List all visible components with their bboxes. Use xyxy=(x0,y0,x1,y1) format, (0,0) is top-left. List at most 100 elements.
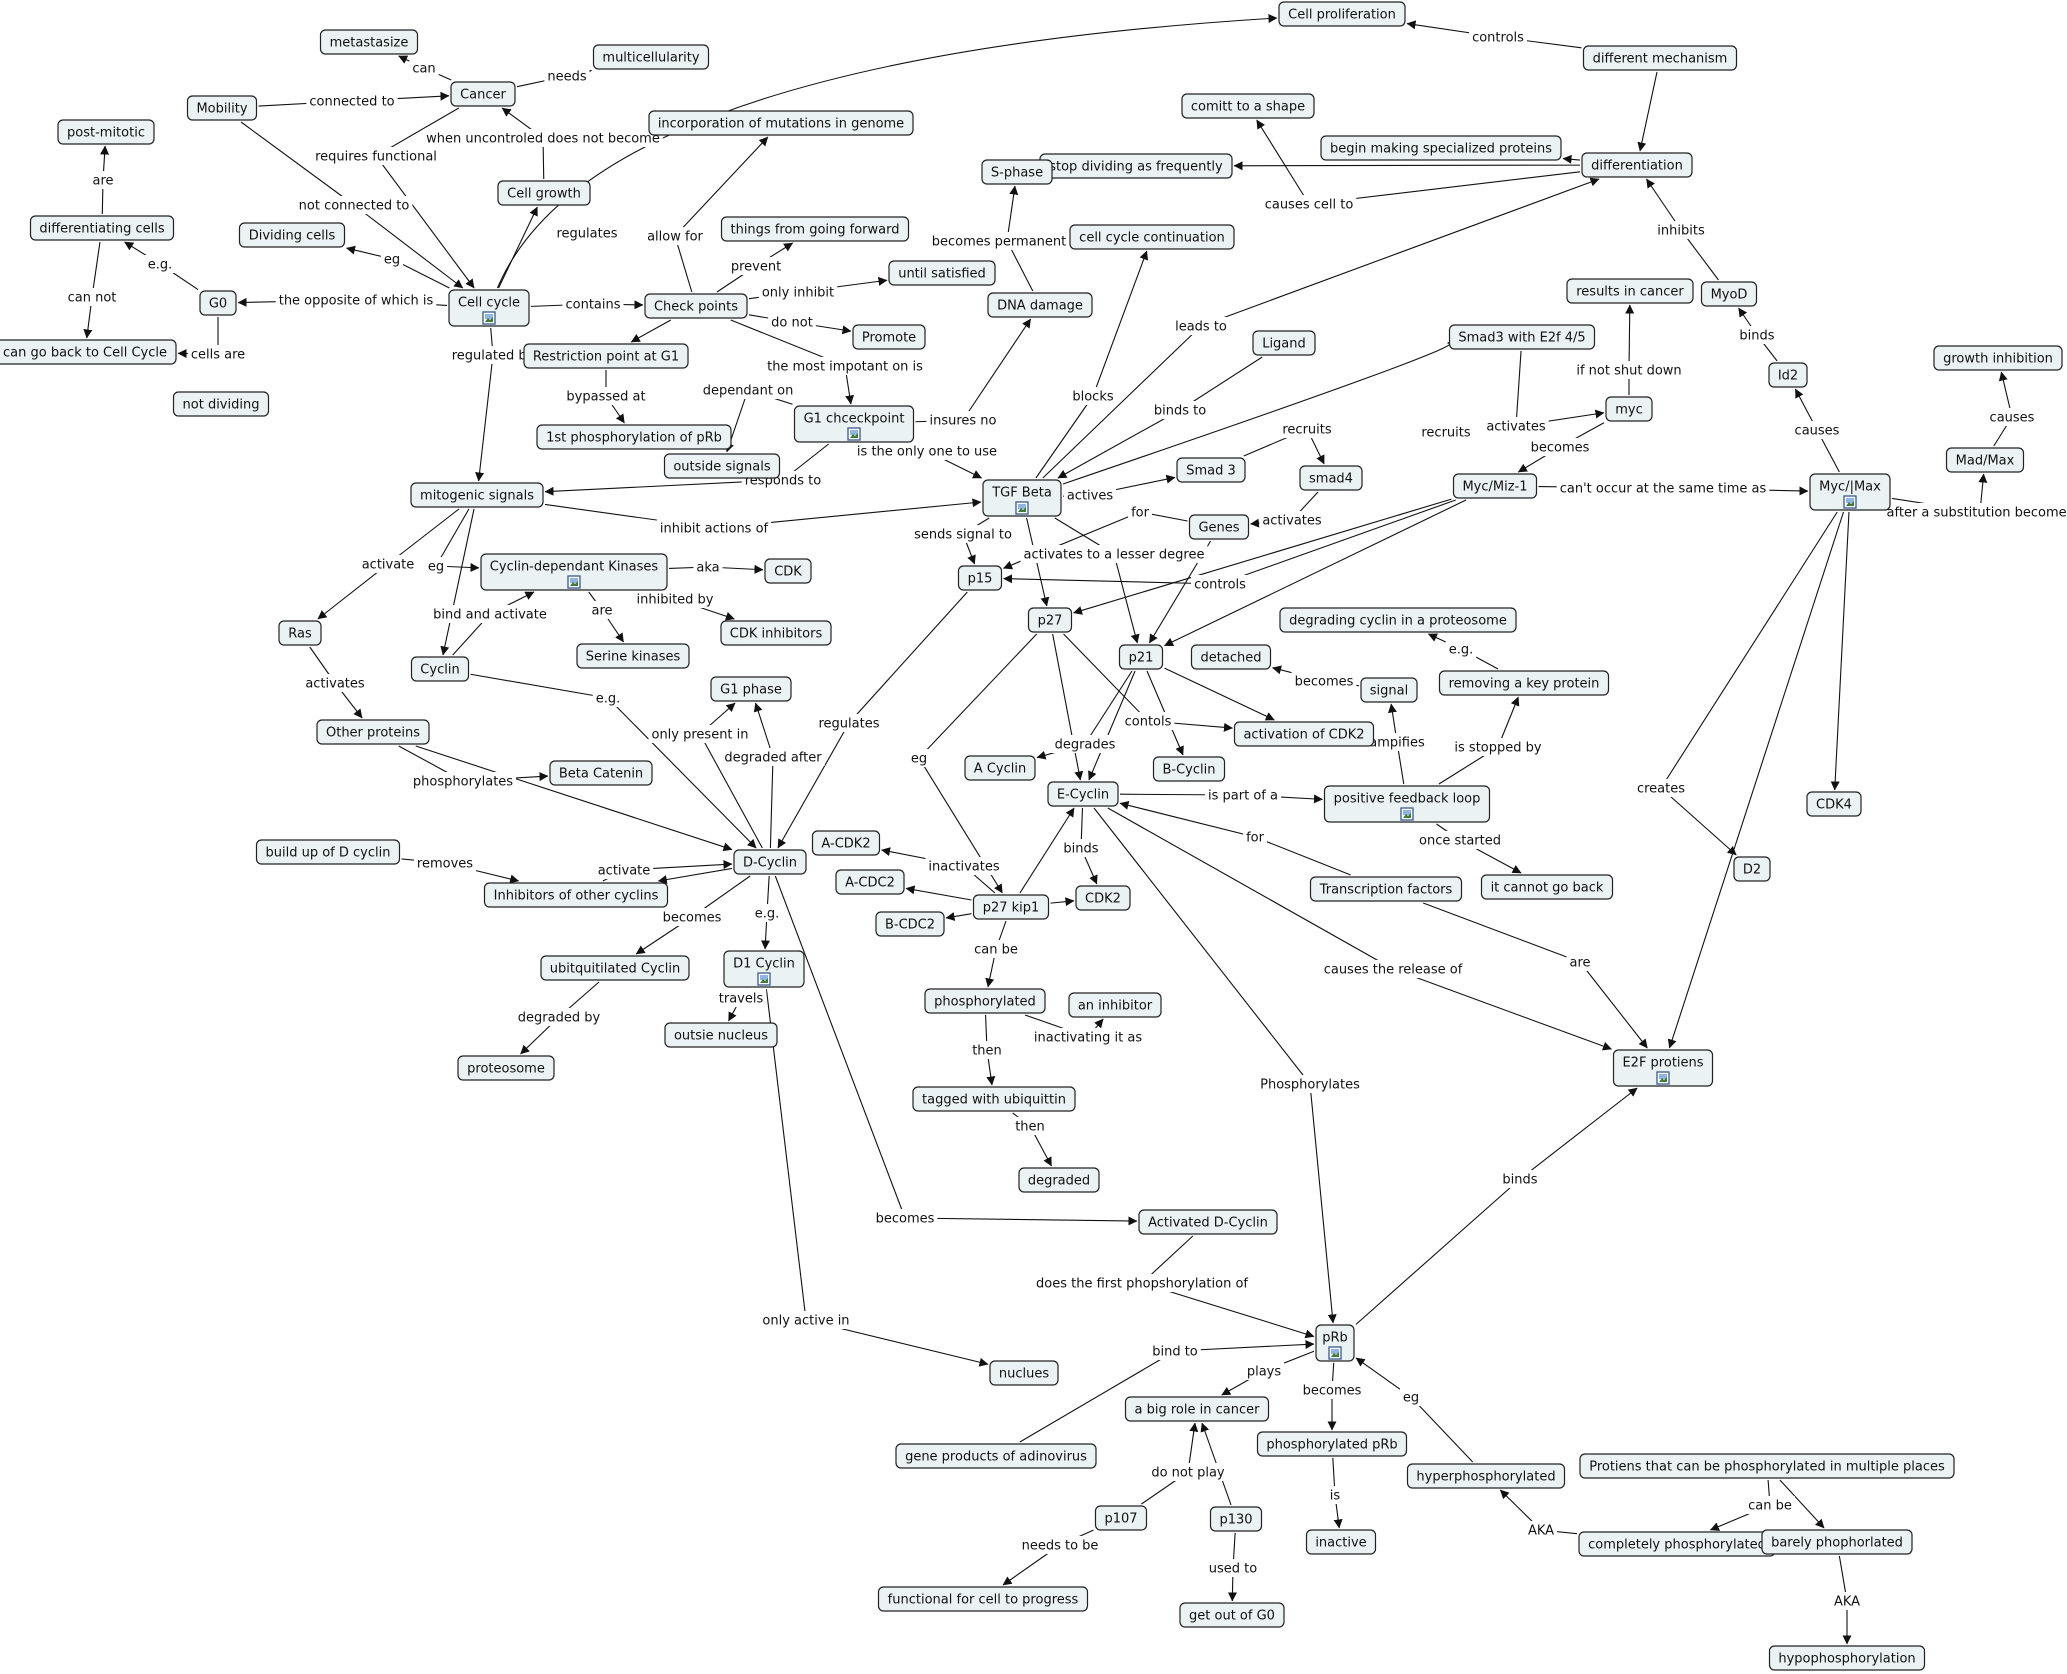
concept-results-cancer[interactable]: results in cancer xyxy=(1566,278,1694,304)
concept-a-cdk2[interactable]: A-CDK2 xyxy=(811,830,881,856)
concept-cell-proliferation[interactable]: Cell proliferation xyxy=(1278,1,1406,27)
concept-positive-loop[interactable]: positive feedback loop xyxy=(1323,785,1491,823)
concept-outsie-nucleus[interactable]: outsie nucleus xyxy=(664,1022,778,1048)
concept-s-phase[interactable]: S-phase xyxy=(981,159,1053,185)
concept-mitogenic-signals[interactable]: mitogenic signals xyxy=(410,482,544,508)
concept-not-dividing[interactable]: not dividing xyxy=(172,391,270,417)
concept-proteosome[interactable]: proteosome xyxy=(457,1055,555,1081)
concept-p21[interactable]: p21 xyxy=(1118,644,1164,670)
concept-protiens-multiple[interactable]: Protiens that can be phosphorylated in m… xyxy=(1579,1453,1955,1479)
concept-dividing-cells[interactable]: Dividing cells xyxy=(238,222,346,248)
image-resource-icon[interactable] xyxy=(567,575,581,589)
concept-it-cannot[interactable]: it cannot go back xyxy=(1480,874,1614,900)
concept-p130[interactable]: p130 xyxy=(1209,1506,1263,1532)
concept-ras[interactable]: Ras xyxy=(278,620,322,646)
concept-mobility[interactable]: Mobility xyxy=(186,95,258,121)
concept-outside-signals[interactable]: outside signals xyxy=(663,453,781,479)
concept-g1-phase[interactable]: G1 phase xyxy=(710,676,792,702)
concept-signal[interactable]: signal xyxy=(1360,677,1418,703)
image-resource-icon[interactable] xyxy=(757,972,771,986)
concept-smad3[interactable]: Smad 3 xyxy=(1176,457,1246,483)
concept-big-role[interactable]: a big role in cancer xyxy=(1124,1396,1270,1422)
concept-p27-kip1[interactable]: p27 kip1 xyxy=(972,894,1050,920)
concept-transcription-factors[interactable]: Transcription factors xyxy=(1309,876,1463,902)
concept-metastasize[interactable]: metastasize xyxy=(319,29,419,55)
concept-activation-cdk2[interactable]: activation of CDK2 xyxy=(1233,721,1375,747)
concept-differentiation[interactable]: differentiation xyxy=(1581,152,1693,178)
concept-b-cyclin[interactable]: B-Cyclin xyxy=(1152,756,1226,782)
concept-other-proteins[interactable]: Other proteins xyxy=(316,719,430,745)
image-resource-icon[interactable] xyxy=(1656,1071,1670,1085)
image-resource-icon[interactable] xyxy=(1328,1346,1342,1360)
concept-cell-cycle-continuation[interactable]: cell cycle continuation xyxy=(1069,224,1235,250)
concept-a-cdc2[interactable]: A-CDC2 xyxy=(835,869,905,895)
concept-comitt-shape[interactable]: comitt to a shape xyxy=(1181,93,1315,119)
concept-cyclin[interactable]: Cyclin xyxy=(410,656,470,682)
concept-barely-phos[interactable]: barely phophorlated xyxy=(1761,1529,1913,1555)
concept-inhibitors-other[interactable]: Inhibitors of other cyclins xyxy=(483,882,669,908)
concept-a-cyclin[interactable]: A Cyclin xyxy=(964,755,1036,781)
concept-promote[interactable]: Promote xyxy=(852,324,926,350)
concept-begin-making[interactable]: begin making specialized proteins xyxy=(1320,135,1562,161)
concept-myc-miz[interactable]: Myc/Miz-1 xyxy=(1452,473,1538,499)
concept-cell-growth[interactable]: Cell growth xyxy=(497,180,591,206)
concept-functional-cell[interactable]: functional for cell to progress xyxy=(877,1586,1089,1612)
concept-g1-checkpoint[interactable]: G1 chceckpoint xyxy=(793,405,915,443)
concept-serine-kinases[interactable]: Serine kinases xyxy=(576,643,690,669)
concept-activated-d[interactable]: Activated D-Cyclin xyxy=(1138,1209,1278,1235)
image-resource-icon[interactable] xyxy=(847,427,861,441)
concept-ubiquitilated[interactable]: ubitquitilated Cyclin xyxy=(540,955,690,981)
concept-incorporation[interactable]: incorporation of mutations in genome xyxy=(648,110,914,136)
concept-d2[interactable]: D2 xyxy=(1733,856,1771,882)
concept-cdk2[interactable]: CDK2 xyxy=(1075,885,1131,911)
concept-b-cdc2[interactable]: B-CDC2 xyxy=(875,911,945,937)
concept-inactive[interactable]: inactive xyxy=(1305,1529,1377,1555)
concept-cdk-inhibitors[interactable]: CDK inhibitors xyxy=(720,620,832,646)
concept-stop-dividing[interactable]: stop dividing as frequently xyxy=(1039,153,1233,179)
concept-detached[interactable]: detached xyxy=(1190,644,1272,670)
concept-growth-inhibition[interactable]: growth inhibition xyxy=(1933,345,2063,371)
concept-an-inhibitor[interactable]: an inhibitor xyxy=(1068,992,1162,1018)
concept-smad4[interactable]: smad4 xyxy=(1299,465,1363,491)
concept-p15[interactable]: p15 xyxy=(957,565,1003,591)
image-resource-icon[interactable] xyxy=(1015,501,1029,515)
concept-g0[interactable]: G0 xyxy=(199,290,237,316)
concept-mad-max[interactable]: Mad/Max xyxy=(1945,447,2025,473)
concept-prb[interactable]: pRb xyxy=(1315,1324,1355,1362)
concept-p27[interactable]: p27 xyxy=(1027,607,1073,633)
concept-d-cyclin[interactable]: D-Cyclin xyxy=(733,849,807,875)
concept-nuclues[interactable]: nuclues xyxy=(989,1360,1059,1386)
image-resource-icon[interactable] xyxy=(1400,807,1414,821)
concept-differentiating-cells[interactable]: differentiating cells xyxy=(29,215,175,241)
image-resource-icon[interactable] xyxy=(1843,495,1857,509)
concept-myod[interactable]: MyoD xyxy=(1700,281,1758,307)
concept-gene-products[interactable]: gene products of adinovirus xyxy=(895,1443,1097,1469)
concept-can-go-back[interactable]: can go back to Cell Cycle xyxy=(0,339,177,365)
concept-cancer[interactable]: Cancer xyxy=(450,81,516,107)
concept-things-forward[interactable]: things from going forward xyxy=(720,216,910,242)
concept-multicellularity[interactable]: multicellularity xyxy=(592,44,710,70)
image-resource-icon[interactable] xyxy=(482,311,496,325)
concept-hypophos[interactable]: hypophosphorylation xyxy=(1768,1645,1926,1671)
concept-id2[interactable]: Id2 xyxy=(1768,362,1808,388)
concept-genes[interactable]: Genes xyxy=(1188,514,1250,540)
concept-degrading-cyclin[interactable]: degrading cyclin in a proteosome xyxy=(1279,607,1517,633)
concept-different-mechanism[interactable]: different mechanism xyxy=(1582,45,1738,71)
concept-cdk[interactable]: CDK xyxy=(764,558,812,584)
concept-smad3-e2f[interactable]: Smad3 with E2f 4/5 xyxy=(1448,324,1596,350)
concept-check-points[interactable]: Check points xyxy=(644,293,748,319)
concept-first-phos[interactable]: 1st phosphorylation of pRb xyxy=(536,424,732,450)
concept-myc-max[interactable]: Myc/|Max xyxy=(1809,473,1891,511)
concept-tgf-beta[interactable]: TGF Beta xyxy=(982,479,1062,517)
concept-post-mitotic[interactable]: post-mitotic xyxy=(57,119,155,145)
concept-d1-cyclin[interactable]: D1 Cyclin xyxy=(723,950,805,988)
concept-p107[interactable]: p107 xyxy=(1094,1505,1148,1531)
concept-dna-damage[interactable]: DNA damage xyxy=(987,292,1093,318)
concept-tagged[interactable]: tagged with ubiquittin xyxy=(912,1086,1076,1112)
concept-phosphorylated-prb[interactable]: phosphorylated pRb xyxy=(1256,1431,1408,1457)
concept-hyperphos[interactable]: hyperphosphorylated xyxy=(1406,1463,1566,1489)
concept-e-cyclin[interactable]: E-Cyclin xyxy=(1047,781,1119,807)
concept-e2f[interactable]: E2F protiens xyxy=(1612,1049,1714,1087)
concept-until-satisfied[interactable]: until satisfied xyxy=(888,260,996,286)
concept-completely-phos[interactable]: completely phosphorylated xyxy=(1578,1531,1776,1557)
